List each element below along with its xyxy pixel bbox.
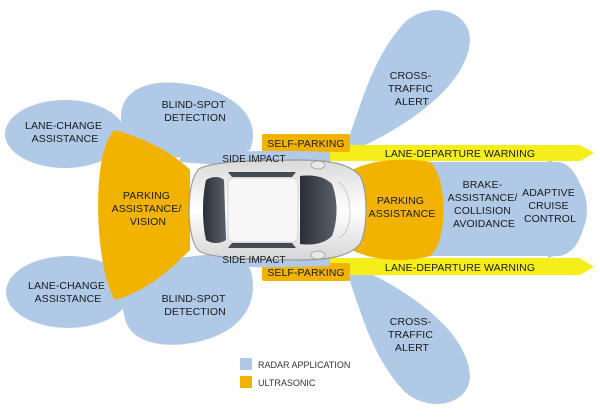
blind-spot-bottom-zone — [122, 259, 253, 345]
cross-traffic-bottom-zone — [345, 266, 470, 404]
legend: RADAR APPLICATION ULTRASONIC — [240, 358, 350, 388]
parking-front-label: PARKING ASSISTANCE — [369, 195, 436, 220]
side-window-top — [228, 172, 296, 177]
self-parking-bottom-zone — [262, 263, 350, 281]
legend-radar-label: RADAR APPLICATION — [258, 360, 350, 370]
lane-departure-top-label: LANE-DEPARTURE WARNING — [385, 148, 535, 160]
front-radar-zone — [415, 162, 585, 256]
lane-departure-bottom-label: LANE-DEPARTURE WARNING — [385, 262, 535, 274]
legend-ultrasonic-label: ULTRASONIC — [258, 378, 316, 388]
cross-traffic-top-zone — [345, 10, 470, 150]
cross-traffic-bottom-label: CROSS- TRAFFIC ALERT — [388, 316, 436, 354]
lane-departure-arrows — [318, 145, 594, 275]
zone-labels: LANE-CHANGE ASSISTANCE BLIND-SPOT DETECT… — [25, 70, 578, 354]
windshield — [300, 175, 337, 245]
roof — [227, 177, 299, 243]
rear-parking-zone — [98, 130, 190, 300]
legend-ultrasonic-swatch — [240, 376, 252, 388]
self-parking-bottom-label: SELF-PARKING — [267, 267, 344, 279]
lane-change-top-label: LANE-CHANGE ASSISTANCE — [25, 120, 105, 145]
blind-spot-top-label: BLIND-SPOT DETECTION — [162, 99, 229, 124]
lane-change-bottom-zone — [6, 256, 130, 328]
self-parking-top-label: SELF-PARKING — [267, 138, 344, 150]
lane-change-top-zone — [5, 100, 125, 168]
car-top-view — [188, 159, 367, 261]
blind-spot-top-zone — [120, 82, 254, 158]
side-impact-top-label: SIDE IMPACT — [222, 154, 285, 165]
hood — [337, 181, 351, 239]
side-impact-bottom-label: SIDE IMPACT — [222, 255, 285, 266]
blind-spot-bottom-label: BLIND-SPOT DETECTION — [162, 293, 229, 318]
front-parking-zone — [352, 159, 444, 260]
mirror-bottom — [310, 250, 326, 260]
lane-change-bottom-label: LANE-CHANGE ASSISTANCE — [28, 280, 108, 305]
cross-traffic-top-label: CROSS- TRAFFIC ALERT — [388, 70, 436, 108]
side-window-bottom — [228, 243, 296, 248]
lane-departure-bottom-arrow — [318, 258, 594, 275]
mirror-top — [310, 160, 326, 170]
brake-label: BRAKE- ASSISTANCE/ COLLISION AVOIDANCE — [448, 179, 521, 230]
acc-label: ADAPTIVE CRUISE CONTROL — [522, 187, 578, 225]
radar-zones — [5, 10, 587, 404]
ultrasonic-zones — [98, 130, 444, 300]
parking-vision-label: PARKING ASSISTANCE/ VISION — [112, 190, 185, 228]
rear-window — [203, 177, 226, 243]
front-radar-nose — [548, 160, 587, 258]
legend-radar-swatch — [240, 358, 252, 370]
lane-departure-top-arrow — [318, 145, 594, 161]
self-parking-top-zone — [262, 134, 350, 152]
